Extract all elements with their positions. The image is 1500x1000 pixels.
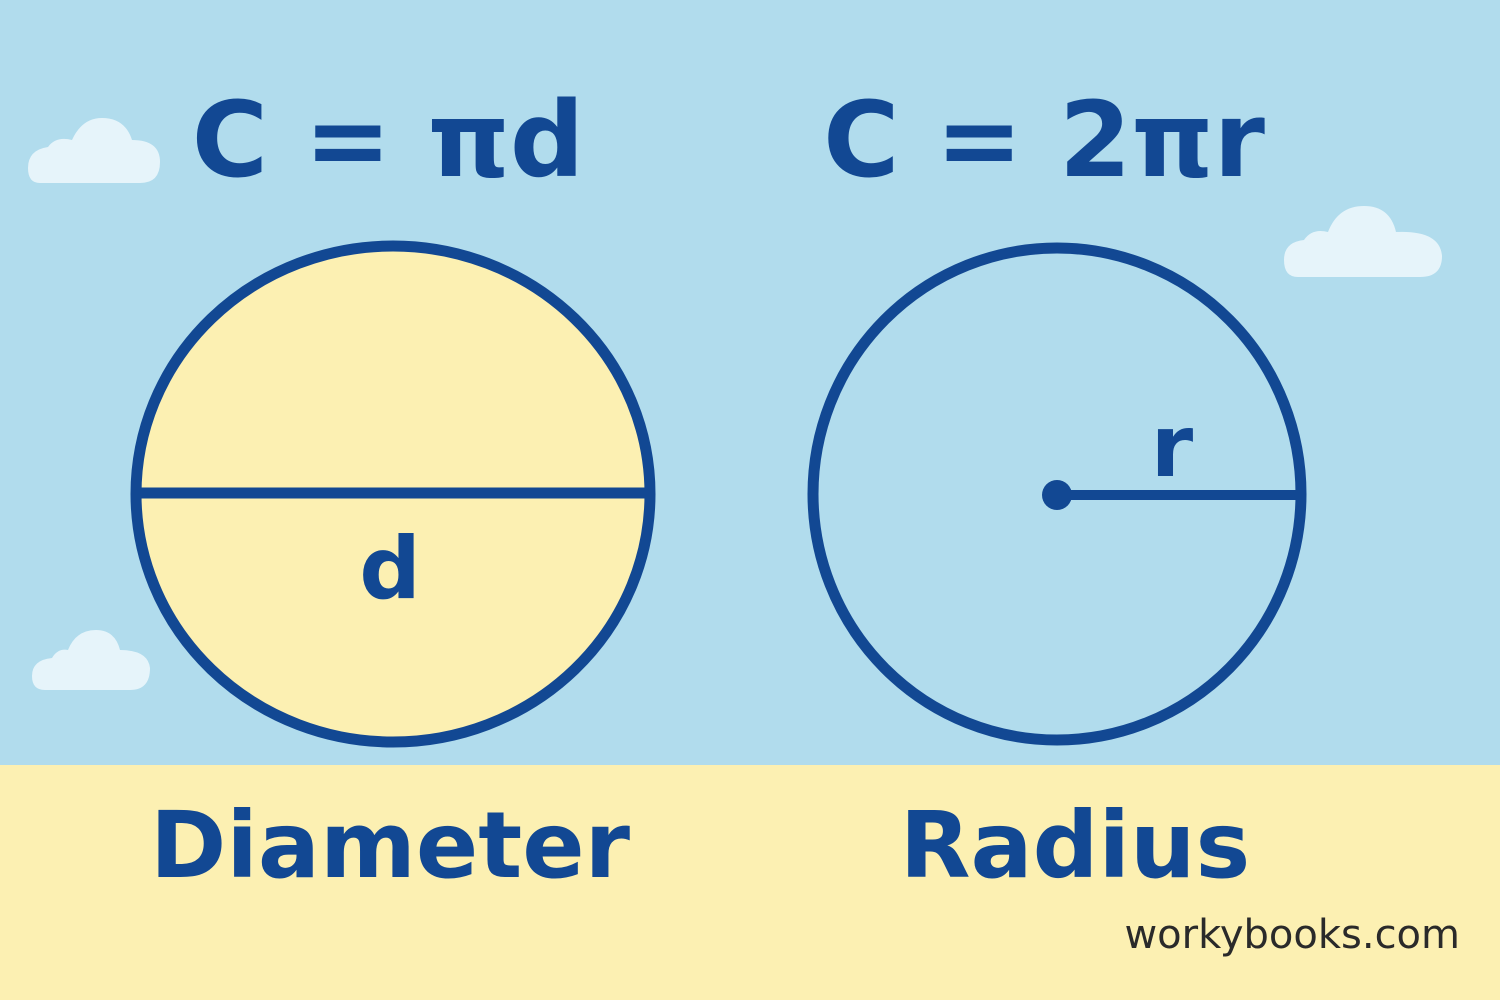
formula-diameter: C = πd <box>192 79 585 201</box>
center-point <box>1042 480 1072 510</box>
caption-radius: Radius <box>899 792 1251 899</box>
caption-diameter: Diameter <box>150 792 630 899</box>
radius-circle <box>807 242 1307 746</box>
bottom-band <box>0 765 1500 1000</box>
diameter-label: d <box>359 519 421 619</box>
cloud-icon <box>28 118 160 183</box>
radius-label: r <box>1151 397 1194 497</box>
watermark: workybooks.com <box>1124 912 1460 958</box>
formula-radius: C = 2πr <box>823 79 1265 201</box>
cloud-icon <box>32 630 150 690</box>
cloud-icon <box>1284 206 1442 277</box>
